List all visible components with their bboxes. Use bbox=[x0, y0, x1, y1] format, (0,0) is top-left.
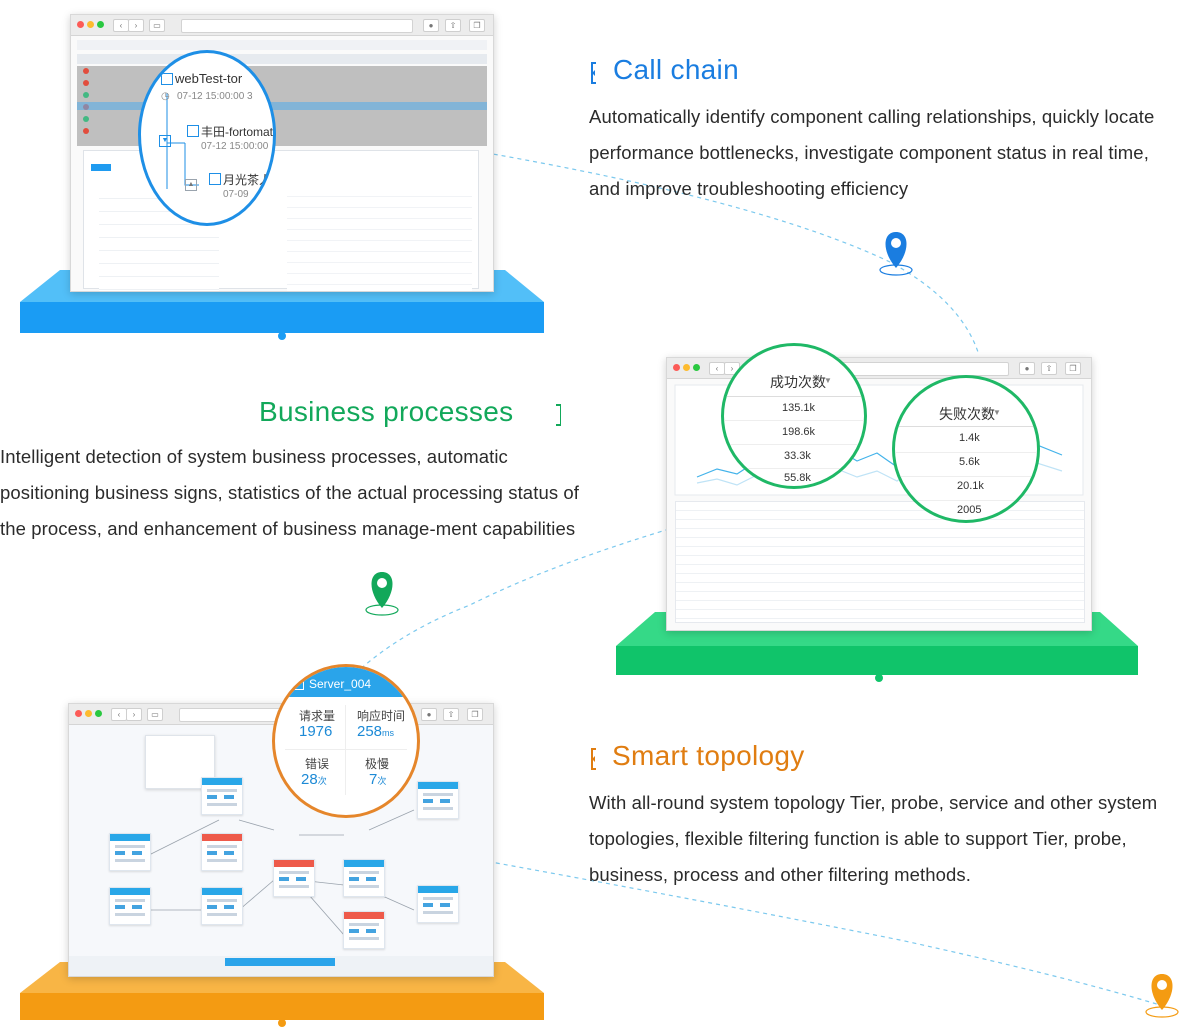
chevron-down-icon: ▼ bbox=[993, 408, 1001, 417]
fail-value: 2005 bbox=[957, 504, 982, 516]
location-pin-icon bbox=[1145, 974, 1179, 1018]
server-detail-zoom: Server_004 请求量 1976 响应时间 258ms 错误 28次 极慢… bbox=[272, 664, 420, 818]
slow-unit: 次 bbox=[377, 776, 387, 786]
success-value: 55.8k bbox=[784, 472, 811, 484]
success-count-zoom: 成功次数 ▼ 135.1k 198.6k 33.3k 55.8k bbox=[721, 343, 867, 489]
call-chain-title: Call chain bbox=[613, 54, 739, 85]
location-pin-icon bbox=[365, 572, 399, 616]
smart-topology-title: Smart topology bbox=[612, 740, 805, 771]
success-count-header: 成功次数 bbox=[770, 374, 826, 390]
server-list-icon bbox=[293, 679, 304, 690]
fail-value: 5.6k bbox=[959, 456, 980, 468]
server-list-icon bbox=[209, 173, 221, 185]
fail-value: 1.4k bbox=[959, 432, 980, 444]
requests-value: 1976 bbox=[299, 723, 333, 740]
chevron-down-icon: ▼ bbox=[824, 376, 832, 385]
success-value: 135.1k bbox=[782, 402, 816, 414]
fail-count-header: 失败次数 bbox=[939, 406, 995, 422]
success-value: 198.6k bbox=[782, 426, 816, 438]
browser-titlebar: ‹› ▭ ●⇧❐ bbox=[667, 358, 1091, 379]
location-pin-icon bbox=[879, 232, 913, 276]
trace-node-time: 07-12 15:00:00 bbox=[201, 141, 269, 152]
trace-node-name: 丰田-fortomat bbox=[201, 125, 274, 139]
browser-titlebar: ‹› ▭ ●⇧❐ bbox=[71, 15, 493, 36]
errors-unit: 次 bbox=[317, 776, 327, 786]
server-name: Server_004 bbox=[309, 677, 372, 691]
expand-button[interactable]: ▼ bbox=[159, 135, 171, 147]
expand-button[interactable]: ▲ bbox=[185, 179, 197, 191]
business-processes-description: Intelligent detection of system business… bbox=[0, 446, 580, 539]
errors-label: 错误 bbox=[305, 757, 330, 771]
fail-value: 20.1k bbox=[957, 480, 984, 492]
response-time: 258ms bbox=[357, 723, 394, 741]
errors-value: 28 bbox=[301, 771, 318, 788]
bracket-marker-icon bbox=[591, 748, 596, 770]
slow-value: 7 bbox=[369, 771, 378, 788]
trace-node-name: 月光茶人 bbox=[223, 173, 272, 187]
connector-line-1 bbox=[469, 149, 979, 353]
requests-label: 请求量 bbox=[299, 709, 336, 723]
call-chain-screenshot: ‹› ▭ ●⇧❐ bbox=[70, 14, 494, 292]
response-unit: ms bbox=[382, 728, 395, 738]
server-list-icon bbox=[187, 125, 199, 137]
trace-node-time: 07-09 bbox=[223, 189, 249, 200]
bracket-marker-icon bbox=[556, 404, 561, 426]
fail-count-zoom: 失败次数 ▼ 1.4k 5.6k 20.1k 2005 bbox=[892, 375, 1040, 523]
slow-label: 极慢 bbox=[365, 757, 390, 771]
success-value: 33.3k bbox=[784, 450, 811, 462]
clock-icon: ◷ bbox=[161, 91, 170, 102]
call-chain-zoom: webTest-tor ◷ 07-12 15:00:00 3 ▼ 丰田-fort… bbox=[138, 50, 276, 226]
response-label: 响应时间 bbox=[357, 709, 406, 723]
errors-count: 28次 bbox=[301, 771, 327, 789]
trace-node-name: webTest-tor bbox=[175, 71, 243, 86]
smart-topology-description: With all-round system topology Tier, pro… bbox=[589, 792, 1158, 885]
server-list-icon bbox=[161, 73, 173, 85]
call-chain-description: Automatically identify component calling… bbox=[589, 106, 1155, 199]
bracket-marker-icon bbox=[591, 62, 596, 84]
trace-node-time: 07-12 15:00:00 3 bbox=[177, 91, 253, 102]
connector-line-2 bbox=[329, 519, 701, 701]
response-value: 258 bbox=[357, 723, 383, 740]
slow-count: 7次 bbox=[369, 771, 386, 789]
business-processes-title: Business processes bbox=[259, 396, 514, 427]
